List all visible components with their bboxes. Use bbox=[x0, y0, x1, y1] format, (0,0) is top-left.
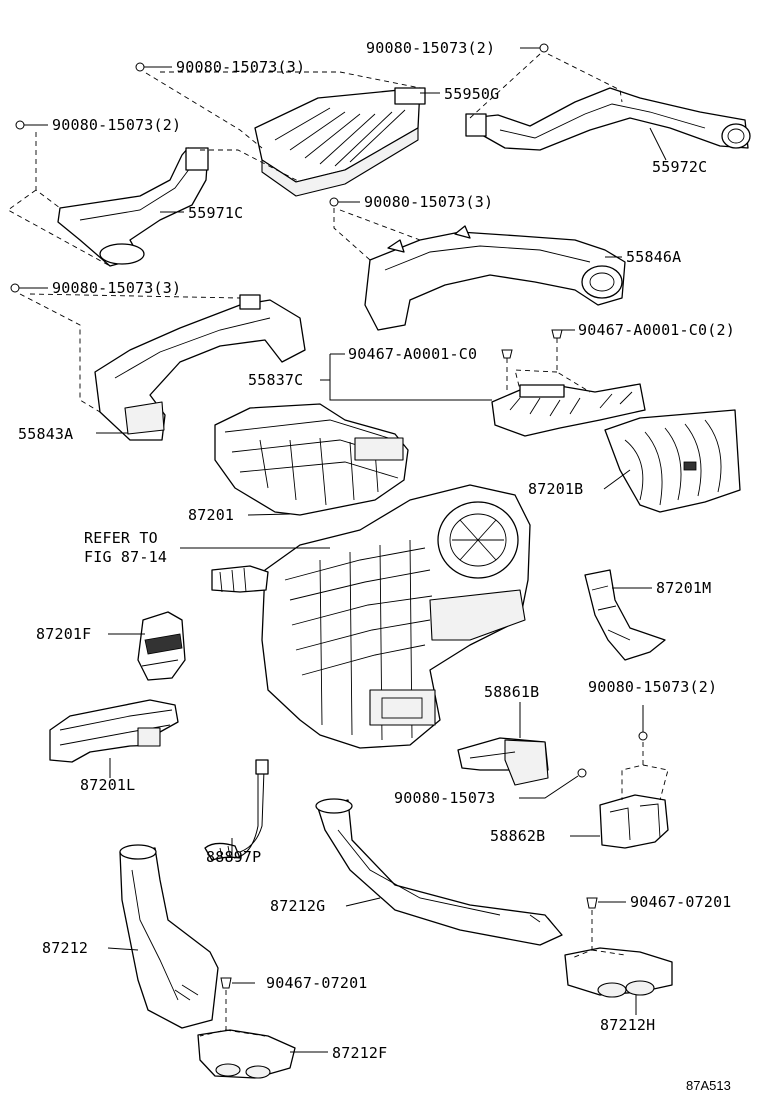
label-clip-right: 90467-A0001-C0(2) bbox=[578, 321, 735, 339]
label-refer-line2: FIG 87-14 bbox=[84, 548, 167, 566]
label-87201F: 87201F bbox=[36, 625, 91, 643]
label-55837C: 55837C bbox=[248, 371, 303, 389]
label-clip-left-lower: 90467-07201 bbox=[266, 974, 368, 992]
label-refer-line1: REFER TO bbox=[84, 529, 158, 547]
part-55971C-drawing bbox=[57, 147, 209, 267]
hvac-unit-drawing bbox=[211, 484, 531, 749]
clip-icon bbox=[220, 977, 232, 989]
label-55971C: 55971C bbox=[188, 204, 243, 222]
part-55846A-drawing bbox=[364, 225, 626, 331]
part-58861B-drawing bbox=[457, 737, 549, 786]
label-87212F: 87212F bbox=[332, 1044, 387, 1062]
clip-icon bbox=[586, 897, 598, 909]
label-87212G: 87212G bbox=[270, 897, 325, 915]
bolt-icon bbox=[577, 768, 587, 778]
label-bolt-left-middle: 90080-15073(3) bbox=[52, 279, 181, 297]
part-87212H-drawing bbox=[564, 947, 673, 998]
label-55950G: 55950G bbox=[444, 85, 499, 103]
bolt-icon bbox=[10, 283, 20, 293]
part-58862B-drawing bbox=[599, 794, 669, 849]
label-87201L: 87201L bbox=[80, 776, 135, 794]
label-87212H: 87212H bbox=[600, 1016, 655, 1034]
bolt-icons bbox=[10, 43, 648, 989]
bolt-icon bbox=[135, 62, 156, 72]
part-55972C-drawing bbox=[465, 87, 751, 151]
bolt-icon bbox=[329, 197, 339, 207]
clip-icon bbox=[551, 329, 563, 339]
part-55950G-drawing bbox=[254, 87, 426, 197]
part-55837C-drawing bbox=[491, 383, 646, 437]
part-87201F-drawing bbox=[137, 611, 186, 681]
part-55843A-drawing bbox=[94, 294, 306, 441]
label-58861B: 58861B bbox=[484, 683, 539, 701]
bolt-icon bbox=[539, 43, 549, 53]
label-clip-center: 90467-A0001-C0 bbox=[348, 345, 477, 363]
diagram-code: 87A513 bbox=[686, 1078, 731, 1093]
leader-lines bbox=[7, 47, 669, 1053]
part-87212F-drawing bbox=[197, 1029, 296, 1079]
part-87212-drawing bbox=[119, 844, 219, 1029]
label-55846A: 55846A bbox=[626, 248, 681, 266]
label-bolt-center-upper: 90080-15073(3) bbox=[364, 193, 493, 211]
part-87212G-drawing bbox=[315, 798, 563, 946]
bolt-icon bbox=[638, 731, 648, 741]
label-87201B: 87201B bbox=[528, 480, 583, 498]
part-88897P-drawing bbox=[204, 759, 269, 861]
clip-icon bbox=[501, 349, 513, 359]
labels: 90080-15073(3) 90080-15073(2) 55950G 900… bbox=[18, 39, 735, 1093]
bolt-icon bbox=[15, 120, 25, 130]
label-clip-right-lower: 90467-07201 bbox=[630, 893, 732, 911]
label-bolt-left-upper: 90080-15073(2) bbox=[52, 116, 181, 134]
label-88897P: 88897P bbox=[206, 848, 261, 866]
part-87201B-drawing bbox=[604, 409, 741, 513]
label-bolt-center-lower: 90080-15073 bbox=[394, 789, 496, 807]
label-87201M: 87201M bbox=[656, 579, 711, 597]
label-bolt-right-lower: 90080-15073(2) bbox=[588, 678, 717, 696]
label-87212: 87212 bbox=[42, 939, 88, 957]
part-87201M-drawing bbox=[584, 569, 666, 661]
label-bolt-top-right: 90080-15073(2) bbox=[366, 39, 495, 57]
label-58862B: 58862B bbox=[490, 827, 545, 845]
label-55843A: 55843A bbox=[18, 425, 73, 443]
label-87201: 87201 bbox=[188, 506, 234, 524]
label-bolt-top-left: 90080-15073(3) bbox=[176, 58, 305, 76]
label-55972C: 55972C bbox=[652, 158, 707, 176]
part-87201L-drawing bbox=[49, 699, 179, 763]
part-87201-drawing bbox=[214, 403, 409, 516]
